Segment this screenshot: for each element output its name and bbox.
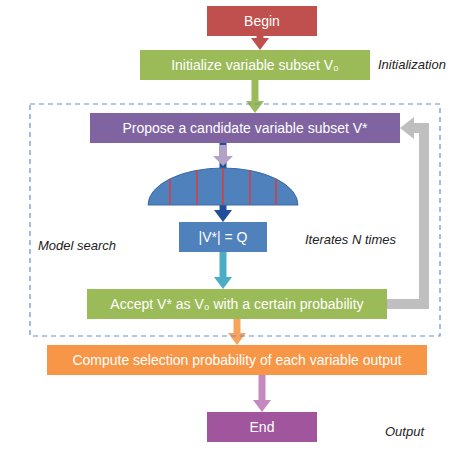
process-box: End xyxy=(207,412,317,442)
dashed-frame xyxy=(30,104,440,336)
flow-arrow xyxy=(387,117,424,304)
box-text: Accept V* as V₀ with a certain probabili… xyxy=(110,295,363,313)
box-text: Compute selection probability of each va… xyxy=(72,351,401,369)
process-box: Initialize variable subset V₀ xyxy=(140,50,370,80)
dome-illustration xyxy=(148,168,298,205)
process-box: Propose a candidate variable subset V* xyxy=(90,113,400,143)
flow-arrow xyxy=(251,36,269,50)
box-text: |V*| = Q xyxy=(199,228,248,246)
flow-arrow xyxy=(253,375,271,412)
process-box: |V*| = Q xyxy=(179,222,267,252)
section-label: Iterates N times xyxy=(305,232,396,248)
box-text: Propose a candidate variable subset V* xyxy=(122,119,367,137)
box-text: Initialize variable subset V₀ xyxy=(171,56,339,74)
process-box: Compute selection probability of each va… xyxy=(47,345,427,375)
flow-arrow xyxy=(246,80,264,113)
process-box: Accept V* as V₀ with a certain probabili… xyxy=(87,289,387,319)
flow-arrow xyxy=(214,252,232,289)
section-label: Initialization xyxy=(378,57,446,73)
flow-arrow xyxy=(228,319,246,345)
short-arrow xyxy=(213,145,233,166)
section-label: Model search xyxy=(38,238,116,254)
process-box: Begin xyxy=(207,6,317,36)
box-text: Begin xyxy=(244,12,280,30)
box-text: End xyxy=(250,418,275,436)
section-label: Output xyxy=(385,424,424,440)
